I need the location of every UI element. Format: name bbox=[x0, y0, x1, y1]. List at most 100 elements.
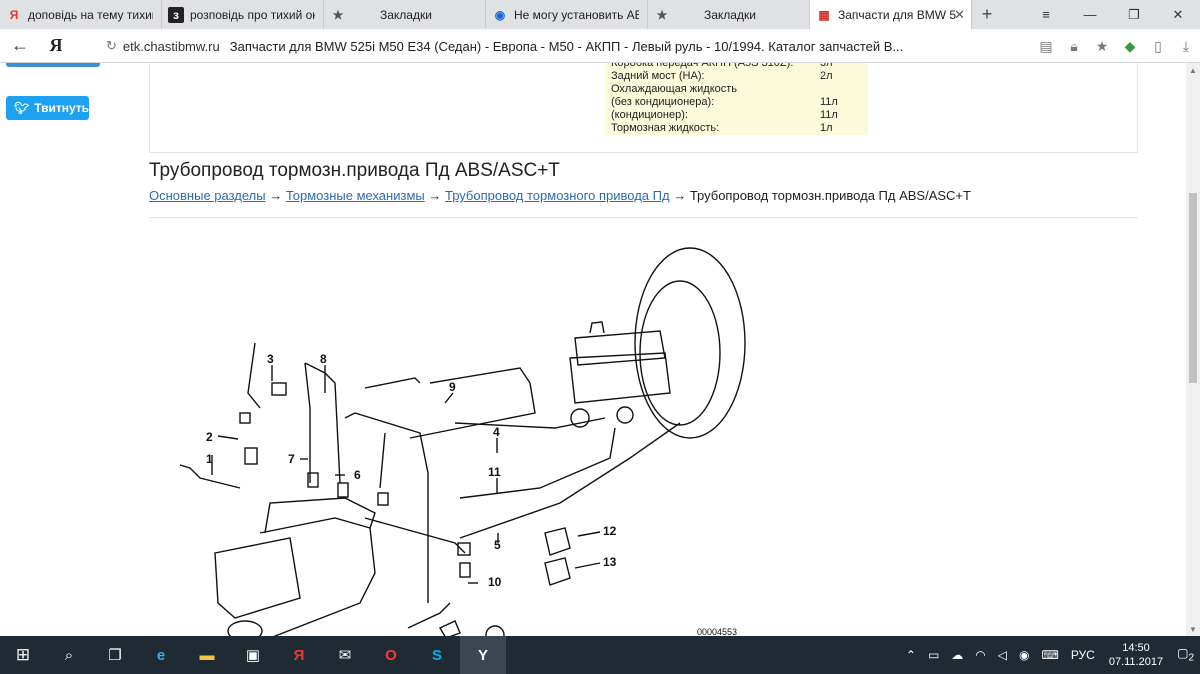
callout-10[interactable]: 10 bbox=[488, 575, 502, 589]
yandex-app-icon[interactable]: Я bbox=[293, 646, 305, 664]
line-part-11 bbox=[459, 422, 681, 539]
fitting-3 bbox=[271, 382, 287, 396]
brake-booster-inner bbox=[639, 280, 721, 426]
yandex-browser-icon[interactable]: Y bbox=[460, 636, 506, 674]
fitting-10 bbox=[457, 542, 471, 556]
input-language[interactable]: РУС bbox=[1070, 648, 1095, 662]
fitting bbox=[244, 447, 258, 465]
spec-key: (кондиционер): bbox=[611, 109, 688, 121]
tray-expand-icon[interactable]: ⌃ bbox=[905, 648, 916, 662]
menu-icon[interactable]: ≡ bbox=[1042, 7, 1050, 22]
clock-time: 14:50 bbox=[1122, 642, 1150, 654]
bookmark-star-icon[interactable]: ★ bbox=[1095, 37, 1109, 54]
file-explorer-icon[interactable]: ▬ bbox=[199, 646, 215, 664]
download-arrow-icon[interactable]: ⤓ bbox=[1182, 37, 1190, 54]
address-domain: etk.chastibmw.ru bbox=[122, 38, 220, 54]
master-cylinder-port-2 bbox=[616, 406, 634, 424]
downloads-icon[interactable]: ▯ bbox=[1154, 37, 1162, 54]
maximize-button[interactable]: ❐ bbox=[1128, 6, 1140, 22]
yandex-logo[interactable]: Я bbox=[49, 35, 63, 55]
opera-icon[interactable]: O bbox=[385, 646, 397, 664]
spec-value: 11л bbox=[820, 96, 838, 108]
notification-count: 2 bbox=[1188, 652, 1194, 664]
tab-2[interactable]: з розповідь про тихий оке bbox=[162, 0, 324, 29]
callout-1[interactable]: 1 bbox=[206, 452, 213, 466]
scroll-up-icon[interactable]: ▲ bbox=[1189, 65, 1197, 75]
callout-8[interactable]: 8 bbox=[320, 352, 327, 366]
volume-icon[interactable]: ◁ bbox=[997, 648, 1007, 662]
callout-12[interactable]: 12 bbox=[603, 524, 617, 538]
keyboard-icon[interactable]: ⌨ bbox=[1041, 648, 1059, 662]
callout-9[interactable]: 9 bbox=[449, 380, 456, 394]
close-tab-icon[interactable]: ✕ bbox=[954, 7, 965, 22]
store-icon[interactable]: ▣ bbox=[245, 647, 261, 664]
callout-7[interactable]: 7 bbox=[288, 452, 295, 466]
skype-icon[interactable]: S bbox=[431, 646, 442, 664]
callout-4[interactable]: 4 bbox=[493, 425, 500, 439]
battery-icon[interactable]: ▭ bbox=[927, 648, 940, 662]
divider bbox=[149, 217, 1138, 218]
page-scrollbar[interactable]: ▲ ▼ bbox=[1186, 63, 1200, 636]
fitting bbox=[239, 412, 251, 424]
tab-4[interactable]: ◉ Не могу установить ABS bbox=[486, 0, 648, 29]
close-window-button[interactable]: ✕ bbox=[1172, 6, 1184, 22]
back-button[interactable]: ← bbox=[11, 35, 29, 55]
leader-12 bbox=[577, 531, 601, 537]
windows-start-icon[interactable]: ⊞ bbox=[15, 645, 31, 664]
reload-icon[interactable]: ↻ bbox=[106, 38, 117, 53]
new-tab-button[interactable]: + bbox=[981, 4, 993, 24]
twitter-icon: 🐦︎ bbox=[14, 101, 30, 115]
reader-icon[interactable]: ▤ bbox=[1039, 37, 1053, 54]
protect-icon[interactable]: ◆ bbox=[1124, 37, 1136, 54]
callout-3[interactable]: 3 bbox=[267, 352, 274, 366]
address-bar[interactable]: ↻ etk.chastibmw.ru Запчасти для BMW 525i… bbox=[106, 33, 1106, 59]
spec-key: Охлаждающая жидкость bbox=[611, 83, 738, 95]
nav-bar: ← Я ↻ etk.chastibmw.ru Запчасти для BMW … bbox=[0, 29, 1200, 63]
address-bar-actions: ▤ 🔒︎ ★ ◆ ▯ ⤓ bbox=[1032, 29, 1200, 63]
scroll-thumb[interactable] bbox=[1189, 193, 1197, 383]
tab-3[interactable]: ★ Закладки bbox=[324, 0, 486, 29]
tab-6-active[interactable]: ▦ Запчасти для BMW 525 ✕ bbox=[810, 0, 972, 29]
spec-row: Тормозная жидкость:1л bbox=[605, 122, 868, 135]
line-part-6b bbox=[379, 432, 386, 489]
callout-5[interactable]: 5 bbox=[494, 538, 501, 552]
mail-icon[interactable]: ✉ bbox=[338, 647, 352, 664]
network-icon[interactable]: ◉ bbox=[1019, 648, 1030, 662]
share-button-top[interactable] bbox=[6, 63, 100, 67]
breadcrumb-link-brakes[interactable]: Тормозные механизмы bbox=[285, 188, 425, 203]
lock-icon[interactable]: 🔒︎ bbox=[1070, 37, 1078, 54]
tab-1[interactable]: Я доповідь на тему тихий bbox=[0, 0, 162, 29]
edge-icon[interactable]: e bbox=[156, 646, 166, 664]
line-part-14-route bbox=[407, 602, 451, 629]
diagram-image-number: 00004553 bbox=[697, 627, 738, 636]
tweet-button[interactable]: 🐦︎ Твитнуть bbox=[6, 96, 89, 120]
minimize-button[interactable]: — bbox=[1083, 7, 1097, 22]
breadcrumb-link-brake-lines[interactable]: Трубопровод тормозного привода Пд bbox=[444, 188, 670, 203]
search-icon[interactable]: ⌕ bbox=[64, 646, 74, 664]
tab-label: Закладки bbox=[380, 7, 432, 22]
breadcrumb-link-main[interactable]: Основные разделы bbox=[149, 188, 266, 203]
parts-diagram[interactable]: 1 2 3 4 5 6 7 8 9 10 11 12 13 14 15 bbox=[160, 243, 760, 636]
callout-13[interactable]: 13 bbox=[603, 555, 617, 569]
wifi-icon[interactable]: ◠ bbox=[975, 648, 986, 662]
callout-2[interactable]: 2 bbox=[206, 430, 213, 444]
tab-label: Не могу установить ABS bbox=[514, 7, 639, 22]
spec-row: (без кондиционера):11л bbox=[605, 96, 868, 109]
clock[interactable]: 14:50 07.11.2017 bbox=[1109, 641, 1163, 669]
notifications-icon[interactable]: ▢2 bbox=[1177, 646, 1194, 664]
fitting bbox=[337, 482, 349, 498]
tab-5[interactable]: ★ Закладки bbox=[648, 0, 810, 29]
callout-6[interactable]: 6 bbox=[354, 468, 361, 482]
task-view-icon[interactable]: ❐ bbox=[108, 647, 122, 664]
spec-value: 11л bbox=[820, 109, 838, 121]
window-controls: ≡ — ❐ ✕ bbox=[1024, 0, 1200, 29]
yandex-icon: Я bbox=[9, 7, 19, 22]
page-title: Трубопровод тормозн.привода Пд ABS/ASC+T bbox=[149, 160, 560, 181]
spec-key: Тормозная жидкость: bbox=[611, 122, 720, 134]
cloud-icon[interactable]: ☁ bbox=[951, 648, 964, 662]
fitting bbox=[307, 472, 319, 488]
catalog-icon: ▦ bbox=[818, 7, 830, 22]
leader-2 bbox=[217, 435, 239, 440]
callout-11[interactable]: 11 bbox=[488, 465, 501, 479]
scroll-down-icon[interactable]: ▼ bbox=[1189, 624, 1197, 634]
